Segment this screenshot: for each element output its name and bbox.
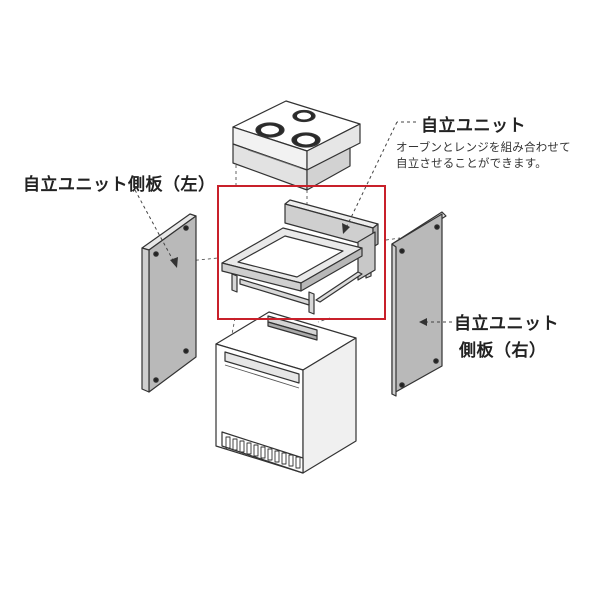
right-panel-label-line1: 自立ユニット xyxy=(454,314,559,334)
arrowhead-right-panel xyxy=(419,318,427,326)
oven-body xyxy=(215,311,357,474)
side-panel-left xyxy=(141,213,197,393)
burner-left xyxy=(255,122,285,138)
unit-label: 自立ユニット xyxy=(421,116,526,136)
side-panel-right xyxy=(391,211,447,397)
burner-back xyxy=(292,109,316,123)
highlight-box xyxy=(217,185,386,320)
burner-right xyxy=(291,132,321,148)
self-standing-frame xyxy=(221,199,379,315)
right-panel-label-line2: 側板（右） xyxy=(459,341,547,361)
annotation-leaders xyxy=(134,121,452,323)
oven-handle xyxy=(224,351,300,389)
arrowhead-unit xyxy=(342,223,350,234)
arrowhead-left-panel xyxy=(170,257,178,268)
cooktop xyxy=(232,100,361,191)
frame-top-ring xyxy=(221,227,363,292)
left-panel-label: 自立ユニット側板（左） xyxy=(23,175,216,195)
unit-description-line1: オーブンとレンジを組み合わせて xyxy=(396,140,571,154)
unit-description-line2: 自立させることができます。 xyxy=(396,156,547,170)
annotation-arrowheads xyxy=(170,223,427,326)
frame-right-rail xyxy=(315,231,376,303)
oven-vents xyxy=(225,436,301,469)
